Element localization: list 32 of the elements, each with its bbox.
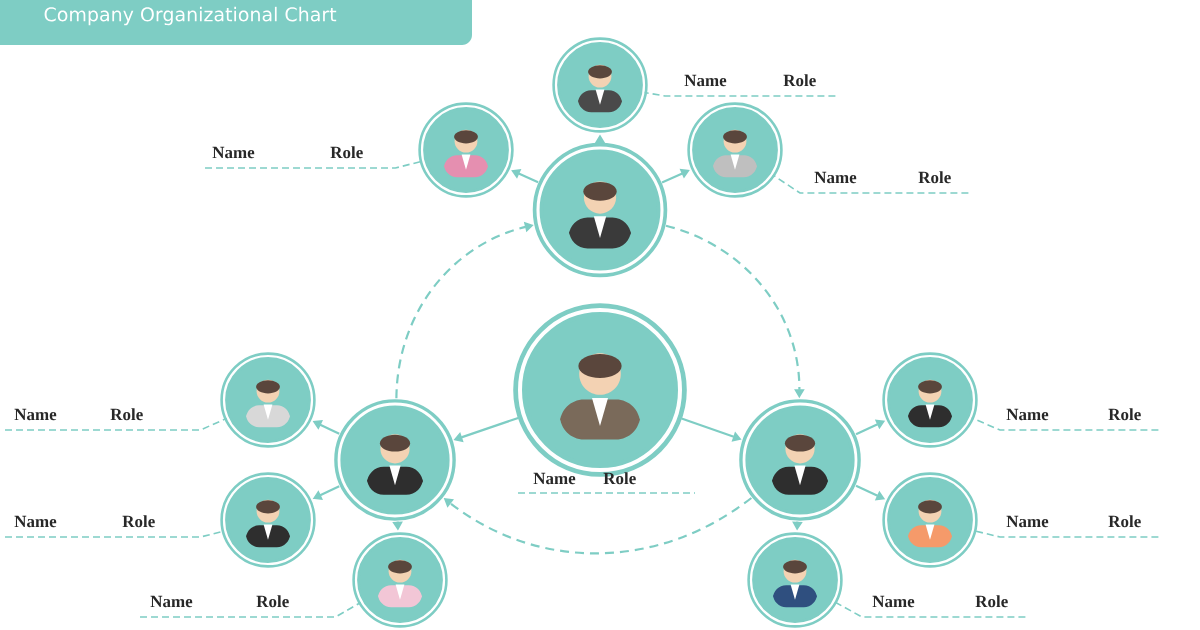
- avatar-drawing: [687, 102, 783, 198]
- leader-line: [772, 174, 970, 194]
- avatar-drawing: [552, 37, 648, 133]
- avatar-drawing: [334, 399, 456, 521]
- name-label: Name Role: [872, 595, 1008, 608]
- avatar-drawing: [882, 472, 978, 568]
- leader-line: [4, 417, 228, 431]
- leader-line: [139, 601, 362, 618]
- avatar-drawing: [532, 142, 668, 278]
- avatar-drawing: [882, 352, 978, 448]
- avatar-drawing: [352, 532, 448, 628]
- avatar-drawing: [418, 102, 514, 198]
- name-label: Name Role: [1006, 408, 1141, 421]
- avatar-drawing: [747, 532, 843, 628]
- name-label: Name Role: [14, 408, 143, 421]
- name-label: Name Role: [684, 74, 816, 87]
- avatar-drawing: [739, 399, 861, 521]
- leader-line: [970, 417, 1160, 431]
- leader-line: [204, 160, 423, 169]
- name-label: Name Role: [1006, 515, 1141, 528]
- name-label: Name Role: [814, 171, 951, 184]
- name-label: Role: [603, 472, 636, 485]
- name-label: Name: [533, 472, 576, 485]
- avatar-drawing: [220, 472, 316, 568]
- leader-line: [833, 601, 1027, 618]
- title-banner: Company Organizational Chart: [0, 0, 472, 45]
- name-label: Name Role: [14, 515, 155, 528]
- avatar-drawing: [220, 352, 316, 448]
- name-label: Name Role: [212, 146, 363, 159]
- leader-line: [973, 529, 1160, 538]
- leader-line: [643, 91, 837, 97]
- name-label: Name Role: [150, 595, 289, 608]
